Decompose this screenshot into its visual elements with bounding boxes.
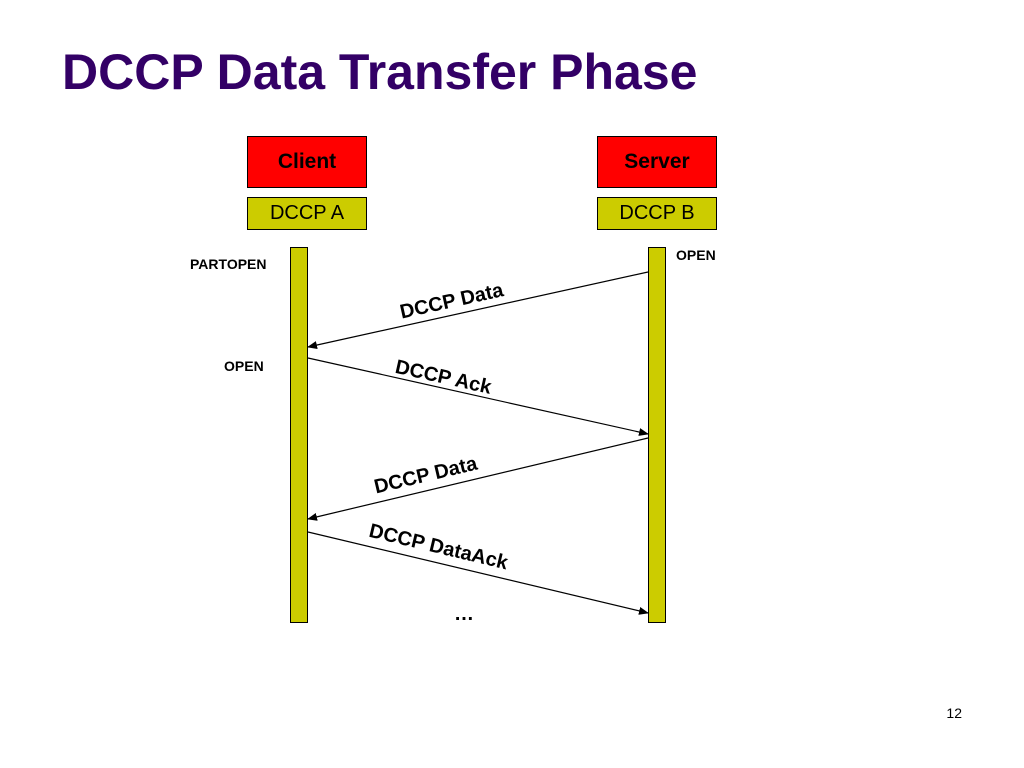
slide-title: DCCP Data Transfer Phase bbox=[62, 44, 698, 100]
client-state-partopen: PARTOPEN bbox=[190, 256, 267, 272]
page-number: 12 bbox=[946, 705, 962, 721]
server-protocol-box: DCCP B bbox=[597, 197, 717, 230]
message-arrow-3 bbox=[307, 437, 649, 521]
client-protocol-box: DCCP A bbox=[247, 197, 367, 230]
continuation-ellipsis: … bbox=[454, 603, 474, 625]
message-arrow-1 bbox=[307, 271, 649, 349]
message-arrow-4 bbox=[307, 531, 649, 615]
server-state-open: OPEN bbox=[676, 247, 716, 263]
client-role-box: Client bbox=[247, 136, 367, 188]
client-state-open: OPEN bbox=[224, 358, 264, 374]
server-role-box: Server bbox=[597, 136, 717, 188]
client-timeline bbox=[290, 247, 308, 623]
message-arrow-2 bbox=[307, 357, 649, 436]
